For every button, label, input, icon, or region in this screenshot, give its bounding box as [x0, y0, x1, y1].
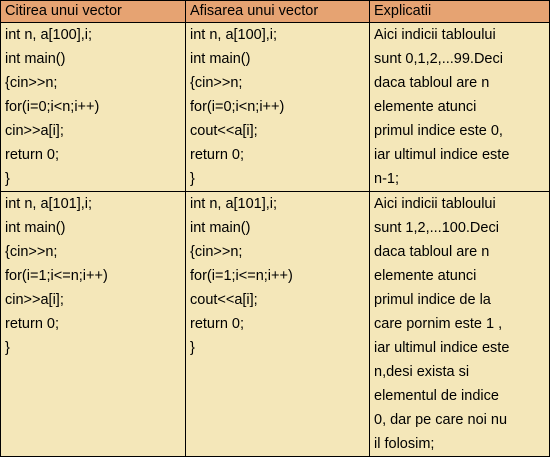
header-row: Citirea unui vector Afisarea unui vector… — [0, 0, 550, 23]
explanation-line: sunt 1,2,...100.Deci — [374, 220, 499, 236]
code-line: int n, a[101],i; — [190, 196, 278, 212]
explanation-line: n,desi exista si — [374, 364, 470, 380]
code-line: cin>>a[i]; — [5, 292, 64, 308]
write-code-cell: int n, a[101],i; int main() {cin>>n; for… — [185, 191, 370, 457]
code-line: int main() — [5, 51, 66, 67]
code-line: return 0; — [5, 316, 59, 332]
code-line: return 0; — [190, 147, 244, 163]
read-code-cell: int n, a[101],i; int main() {cin>>n; for… — [0, 191, 186, 457]
code-line: int main() — [190, 51, 251, 67]
code-line: cout<<a[i]; — [190, 292, 258, 308]
explanation-line: iar ultimul indice este — [374, 340, 510, 356]
header-explanations: Explicatii — [369, 0, 550, 23]
code-line: for(i=0;i<n;i++) — [5, 99, 100, 115]
code-line: int n, a[100],i; — [190, 27, 278, 43]
table-row: int n, a[100],i; int main() {cin>>n; for… — [0, 22, 550, 192]
code-line: {cin>>n; — [190, 244, 243, 260]
code-line: int n, a[100],i; — [5, 27, 93, 43]
code-line: } — [190, 340, 195, 356]
header-write-vector: Afisarea unui vector — [185, 0, 370, 23]
code-line: cout<<a[i]; — [190, 123, 258, 139]
code-line: {cin>>n; — [190, 75, 243, 91]
code-line: {cin>>n; — [5, 244, 58, 260]
explanation-line: daca tabloul are n — [374, 244, 490, 260]
code-line: } — [5, 340, 10, 356]
code-line: } — [5, 171, 10, 187]
explanation-cell: Aici indicii tabloului sunt 0,1,2,...99.… — [369, 22, 550, 192]
table-row: int n, a[101],i; int main() {cin>>n; for… — [0, 191, 550, 457]
explanation-cell: Aici indicii tabloului sunt 1,2,...100.D… — [369, 191, 550, 457]
code-line: int main() — [5, 220, 66, 236]
explanation-line: care pornim este 1 , — [374, 316, 503, 332]
code-line: for(i=1;i<=n;i++) — [5, 268, 108, 284]
read-code-cell: int n, a[100],i; int main() {cin>>n; for… — [0, 22, 186, 192]
explanation-line: iar ultimul indice este — [374, 147, 510, 163]
explanation-line: elemente atunci — [374, 268, 477, 284]
explanation-line: primul indice de la — [374, 292, 491, 308]
explanation-line: Aici indicii tabloului — [374, 196, 496, 212]
code-line: cin>>a[i]; — [5, 123, 64, 139]
explanation-line: sunt 0,1,2,...99.Deci — [374, 51, 503, 67]
header-read-vector: Citirea unui vector — [0, 0, 186, 23]
explanation-line: 0, dar pe care noi nu — [374, 412, 508, 428]
code-line: int main() — [190, 220, 251, 236]
explanation-line: elemente atunci — [374, 99, 477, 115]
code-line: int n, a[101],i; — [5, 196, 93, 212]
code-line: {cin>>n; — [5, 75, 58, 91]
code-line: for(i=1;i<=n;i++) — [190, 268, 293, 284]
explanation-line: elementul de indice — [374, 388, 499, 404]
code-line: return 0; — [5, 147, 59, 163]
explanation-line: daca tabloul are n — [374, 75, 490, 91]
code-line: return 0; — [190, 316, 244, 332]
explanation-line: primul indice este 0, — [374, 123, 503, 139]
explanation-line: Aici indicii tabloului — [374, 27, 496, 43]
explanation-line: il folosim; — [374, 436, 435, 452]
explanation-line: n-1; — [374, 171, 399, 187]
code-line: for(i=0;i<n;i++) — [190, 99, 285, 115]
code-line: } — [190, 171, 195, 187]
write-code-cell: int n, a[100],i; int main() {cin>>n; for… — [185, 22, 370, 192]
